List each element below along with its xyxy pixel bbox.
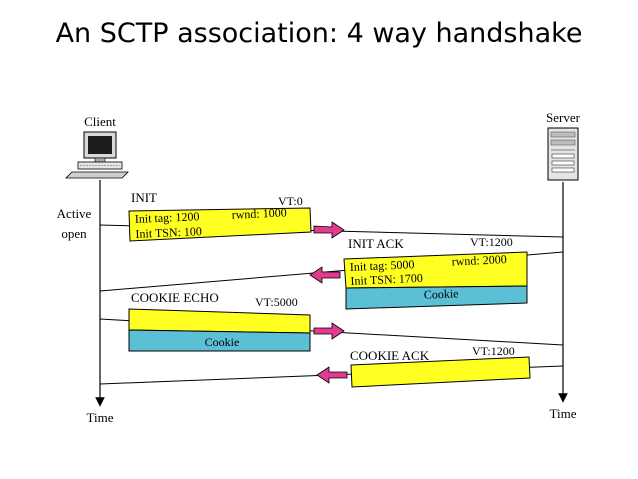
cookie-echo-cookie-box bbox=[128, 329, 311, 352]
init-vt: VT:0 bbox=[278, 194, 303, 208]
cookie-ack-packet: COOKIE ACK VT:1200 bbox=[350, 344, 531, 388]
active-open-label-line2: open bbox=[61, 226, 87, 241]
init-ack-cookie-box bbox=[345, 285, 528, 310]
client-time-label: Time bbox=[87, 410, 114, 425]
cookie-ack-name: COOKIE ACK bbox=[350, 348, 430, 363]
init-ack-vt: VT:1200 bbox=[470, 235, 513, 249]
init-name: INIT bbox=[131, 190, 157, 205]
init-ack-packet: INIT ACK VT:1200 Init tag: 5000 rwnd: 20… bbox=[343, 235, 528, 310]
init-tag: Init tag: 1200 bbox=[135, 209, 200, 226]
init-arrow-icon bbox=[313, 221, 345, 239]
cookie-echo-box bbox=[128, 308, 311, 334]
init-ack-name: INIT ACK bbox=[348, 236, 404, 251]
slide-title: An SCTP association: 4 way handshake bbox=[55, 18, 583, 49]
init-ack-rwnd: rwnd: 2000 bbox=[451, 252, 507, 268]
active-open-label-line1: Active bbox=[57, 206, 92, 221]
client-label: Client bbox=[84, 114, 116, 129]
cookie-echo-name: COOKIE ECHO bbox=[131, 290, 219, 305]
init-ack-cookie: Cookie bbox=[424, 286, 459, 301]
cookie-ack-vt: VT:1200 bbox=[472, 344, 515, 358]
computer-icon bbox=[65, 131, 129, 179]
server-time-label: Time bbox=[550, 406, 577, 421]
cookie-echo-vt: VT:5000 bbox=[255, 295, 298, 309]
cookie-echo-cookie: Cookie bbox=[205, 335, 240, 349]
server-label: Server bbox=[546, 110, 581, 125]
cookie-ack-box bbox=[350, 356, 531, 388]
init-tsn: Init TSN: 100 bbox=[135, 224, 202, 241]
init-ack-arrow-icon bbox=[309, 266, 341, 284]
cookie-echo-packet: COOKIE ECHO VT:5000 Cookie bbox=[128, 290, 311, 352]
init-ack-tsn: Init TSN: 1700 bbox=[350, 271, 423, 288]
init-packet-box bbox=[128, 207, 312, 242]
init-rwnd: rwnd: 1000 bbox=[231, 205, 287, 221]
server-icon bbox=[547, 127, 579, 181]
init-packet: INIT VT:0 Init tag: 1200 rwnd: 1000 Init… bbox=[128, 190, 312, 242]
init-ack-tag: Init tag: 5000 bbox=[350, 257, 415, 274]
cookie-ack-arrow-icon bbox=[316, 366, 348, 384]
cookie-echo-arrow-icon bbox=[313, 322, 345, 340]
